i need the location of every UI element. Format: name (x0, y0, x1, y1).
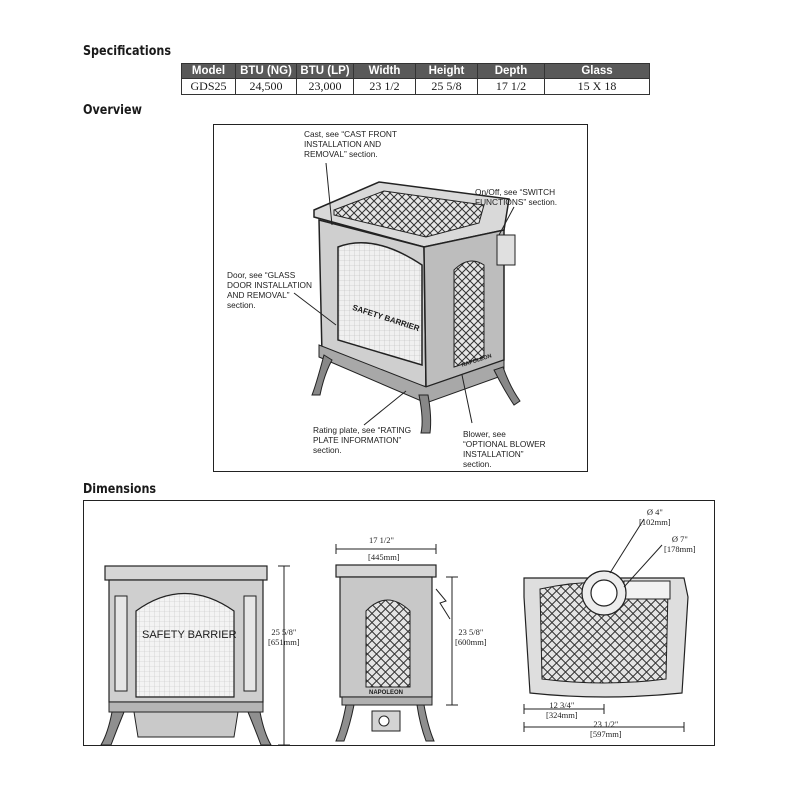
safety-barrier-label: SAFETY BARRIER (142, 629, 237, 641)
callout-cast-front: Cast, see “CAST FRONT INSTALLATION AND R… (304, 129, 397, 159)
dim-millimeters: [597mm] (590, 729, 622, 739)
overview-diagram: SAFETY BARRIER NAPOLEON Cast, see “CAST … (213, 124, 588, 472)
table-cell: 15 X 18 (544, 78, 650, 95)
table-cell: GDS25 (181, 78, 236, 95)
dim-millimeters: [102mm] (639, 517, 671, 527)
dimensions-diagram: SAFETY BARRIER 25 5/8" [651mm] NAPOLEON … (83, 500, 715, 746)
side-height-dimension: 23 5/8" [600mm] (455, 627, 487, 647)
vent-inner-diameter: Ø 4" [102mm] (639, 507, 671, 527)
dim-millimeters: [178mm] (664, 544, 696, 554)
column-header: Model (181, 63, 236, 79)
table-header-row: Model BTU (NG) BTU (LP) Width Height Dep… (181, 63, 650, 79)
dimensions-illustration (100, 518, 689, 746)
side-depth-dimension: 17 1/2" (369, 535, 394, 545)
column-header: Width (353, 63, 416, 79)
vent-outer-diameter: Ø 7" [178mm] (664, 534, 696, 554)
callout-optional-blower: Blower, see “OPTIONAL BLOWER INSTALLATIO… (463, 429, 546, 469)
dim-inches: 17 1/2" (369, 535, 394, 545)
dim-millimeters: [600mm] (455, 637, 487, 647)
table-cell: 23,000 (296, 78, 354, 95)
side-depth-dimension-mm: [445mm] (368, 552, 400, 562)
table-cell: 17 1/2 (477, 78, 545, 95)
callout-glass-door: Door, see “GLASS DOOR INSTALLATION AND R… (227, 270, 312, 310)
table-cell: 23 1/2 (353, 78, 416, 95)
vent-center-dimension: 12 3/4" [324mm] (546, 700, 578, 720)
dimensions-heading: Dimensions (83, 482, 157, 497)
dim-inches: 23 1/2" (593, 719, 619, 729)
table-cell: 25 5/8 (415, 78, 478, 95)
column-header: Height (415, 63, 478, 79)
dim-inches: Ø 4" (646, 507, 663, 517)
dim-inches: 25 5/8" (271, 627, 297, 637)
callout-switch-functions: On/Off, see “SWITCH FUNCTIONS” section. (475, 187, 558, 207)
dim-inches: 23 5/8" (458, 627, 484, 637)
specifications-heading: Specifications (83, 44, 172, 59)
front-height-dimension: 25 5/8" [651mm] (268, 627, 300, 647)
dim-millimeters: [445mm] (368, 552, 400, 562)
top-width-dimension: 23 1/2" [597mm] (590, 719, 622, 739)
column-header: BTU (LP) (296, 63, 354, 79)
callout-rating-plate: Rating plate, see “RATING PLATE INFORMAT… (313, 425, 412, 455)
specifications-table: Model BTU (NG) BTU (LP) Width Height Dep… (181, 63, 650, 95)
brand-label: NAPOLEON (369, 690, 404, 696)
stove-overview-illustration (293, 162, 521, 434)
table-row: GDS25 24,500 23,000 23 1/2 25 5/8 17 1/2… (181, 78, 650, 95)
dim-inches: Ø 7" (671, 534, 688, 544)
table-cell: 24,500 (235, 78, 297, 95)
dim-millimeters: [324mm] (546, 710, 578, 720)
column-header: Depth (477, 63, 545, 79)
overview-heading: Overview (83, 103, 142, 118)
column-header: BTU (NG) (235, 63, 297, 79)
column-header: Glass (544, 63, 650, 79)
dim-inches: 12 3/4" (549, 700, 575, 710)
dim-millimeters: [651mm] (268, 637, 300, 647)
